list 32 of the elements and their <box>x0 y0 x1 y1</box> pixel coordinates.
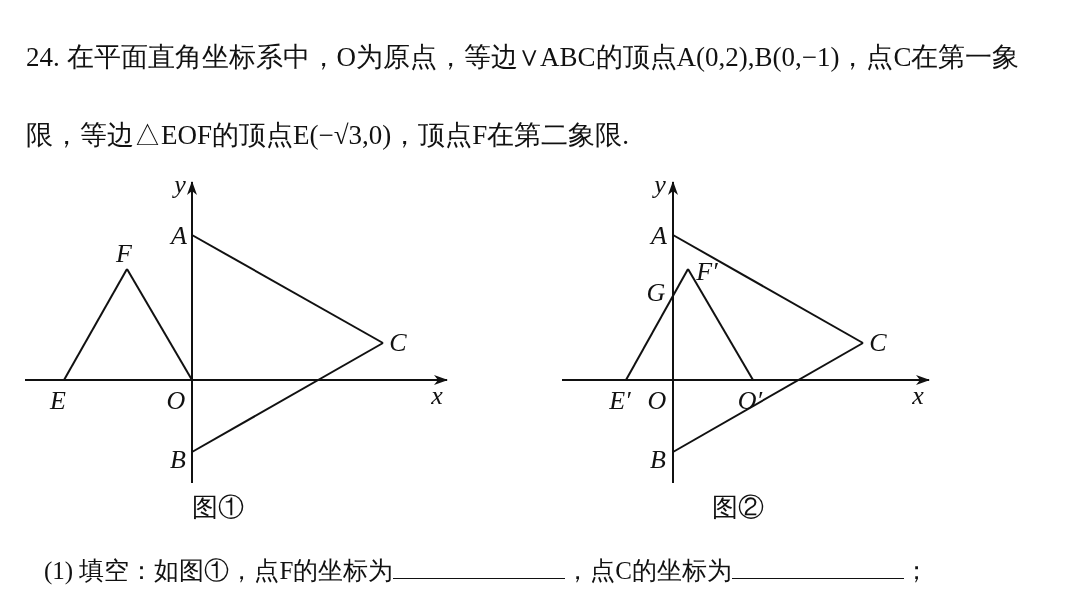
point-label: C <box>869 329 887 357</box>
point-label: E′ <box>609 387 631 415</box>
triangle-side <box>126 268 193 381</box>
triangle-side <box>191 342 384 453</box>
question-text: ； <box>904 557 929 584</box>
point-label: A <box>651 222 667 250</box>
question-text: ，点C的坐标为 <box>565 557 732 584</box>
axis-label: x <box>912 382 924 410</box>
point-label: O <box>166 387 186 415</box>
triangle-side <box>672 342 864 453</box>
point-label: F′ <box>696 258 718 286</box>
point-label: E <box>50 387 66 415</box>
axis-label: y <box>174 171 186 199</box>
point-label: B <box>650 446 666 474</box>
point-label: F <box>116 240 132 268</box>
problem-statement: 24. 在平面直角坐标系中，O为原点，等边∨ABC的顶点A(0,2),B(0,−1)，点C在第一象限，等边△EOF的顶点E(−√3,0)，顶点F在第二象限. <box>26 41 1021 152</box>
point-label: G <box>646 279 666 307</box>
point-label: O <box>647 387 667 415</box>
triangle-side <box>63 268 128 381</box>
axis-label: x <box>431 382 443 410</box>
point-label: O′ <box>737 387 763 415</box>
point-label: B <box>170 446 186 474</box>
figure-caption: 图② <box>712 494 764 522</box>
triangle-side <box>191 234 384 344</box>
figure-caption: 图① <box>192 494 244 522</box>
point-label: C <box>389 329 407 357</box>
triangle-side <box>672 234 864 344</box>
point-label: A <box>171 222 187 250</box>
triangle-side <box>625 268 689 381</box>
triangle-side <box>687 268 754 381</box>
question-text: (1) 填空：如图①，点F的坐标为 <box>44 557 394 584</box>
axis-label: y <box>654 171 666 199</box>
